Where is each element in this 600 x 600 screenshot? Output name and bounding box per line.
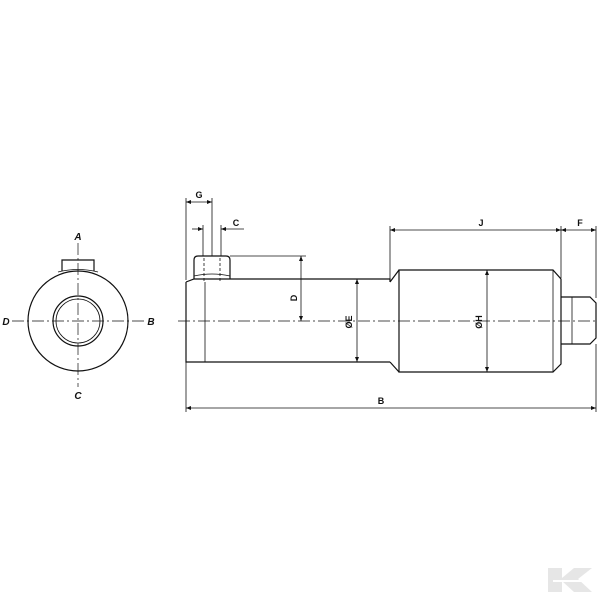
cylinder-barrel xyxy=(185,278,391,363)
dim-b-arrow-left xyxy=(186,406,191,410)
label-c: C xyxy=(74,391,82,402)
dim-j-label: J xyxy=(478,218,483,228)
side-view xyxy=(178,255,598,373)
dim-b-label: B xyxy=(378,396,385,406)
dim-c-arrow-right xyxy=(221,227,226,231)
barrel-step xyxy=(389,269,400,373)
dim-h-label: ØH xyxy=(474,315,484,329)
dim-f-arrow-left xyxy=(561,228,566,232)
dimensions: G C D ØE ØH J F xyxy=(185,190,597,412)
dim-e-label: ØE xyxy=(344,315,354,328)
dim-e-arrow-bottom xyxy=(355,357,359,362)
port-boss-side xyxy=(193,255,231,279)
dim-f-label: F xyxy=(577,218,583,228)
dim-g-arrow-left xyxy=(186,200,191,204)
dim-d-arrow-bottom xyxy=(299,316,303,321)
dim-g-label: G xyxy=(195,190,202,200)
dim-h-arrow-bottom xyxy=(485,367,489,372)
dim-j-arrow-right xyxy=(556,228,561,232)
port-boss-side-blend xyxy=(193,273,231,277)
label-b: B xyxy=(147,317,154,328)
rod-end xyxy=(561,296,597,345)
dim-c-arrow-left xyxy=(198,227,203,231)
end-view: A B C D xyxy=(2,232,154,402)
dim-h-arrow-top xyxy=(485,270,489,275)
dim-j-arrow-left xyxy=(390,228,395,232)
dim-c-label: C xyxy=(233,218,240,228)
label-d: D xyxy=(2,317,9,328)
dim-g-arrow-right xyxy=(207,200,212,204)
dim-e-arrow-top xyxy=(355,279,359,284)
kramp-logo-icon xyxy=(548,568,592,592)
dim-d-label: D xyxy=(289,294,299,301)
label-a: A xyxy=(73,232,81,243)
dim-d-arrow-top xyxy=(299,256,303,261)
dim-b-arrow-right xyxy=(591,406,596,410)
dim-f-arrow-right xyxy=(591,228,596,232)
